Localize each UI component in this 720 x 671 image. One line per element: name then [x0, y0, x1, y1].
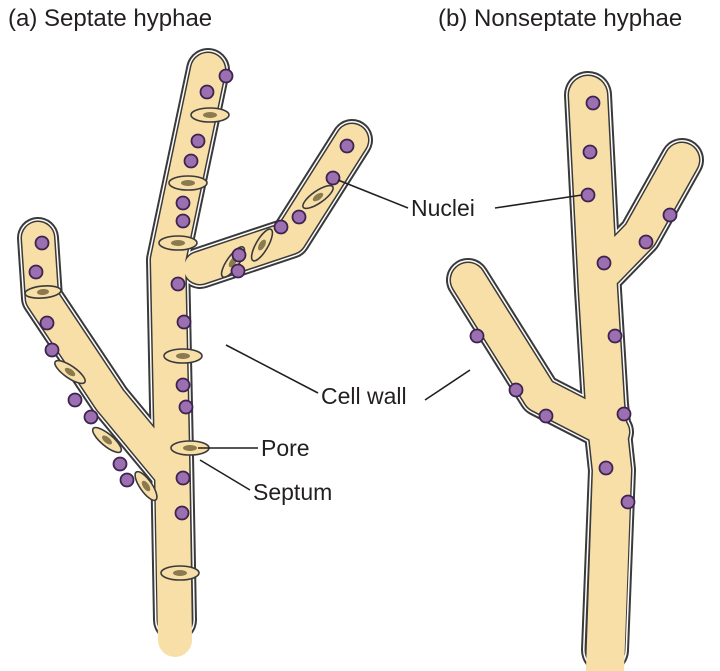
- cell-wall-leader-b: [424, 369, 471, 401]
- nucleus: [585, 95, 601, 111]
- septum: [160, 565, 200, 581]
- septum: [302, 184, 334, 210]
- nucleus: [175, 377, 191, 393]
- nucleus: [620, 494, 636, 510]
- nucleus: [175, 213, 191, 229]
- nucleus: [508, 382, 524, 398]
- nucleus: [170, 276, 186, 292]
- nucleus: [339, 138, 355, 154]
- nucleus: [190, 133, 206, 149]
- nucleus: [538, 408, 554, 424]
- nonseptate-hypha: [446, 71, 704, 671]
- nucleus: [119, 472, 135, 488]
- nucleus: [175, 470, 191, 486]
- nucleus: [174, 505, 190, 521]
- nucleus: [183, 153, 199, 169]
- panel-b-title: (b) Nonseptate hyphae: [438, 5, 682, 32]
- septum: [250, 228, 274, 262]
- nucleus: [607, 328, 623, 344]
- nucleus: [325, 170, 341, 186]
- nonseptate-cytoplasm: [451, 76, 699, 671]
- nuclei-leader-a: [337, 179, 409, 209]
- pore-septum: [170, 440, 210, 456]
- nucleus: [230, 263, 246, 279]
- nucleus: [176, 314, 192, 330]
- septum: [24, 285, 62, 299]
- nucleus: [112, 456, 128, 472]
- nucleus: [662, 207, 678, 223]
- nucleus: [638, 234, 654, 250]
- nonseptate-nuclei: [469, 95, 678, 510]
- nucleus: [596, 255, 612, 271]
- nucleus: [218, 68, 234, 84]
- nucleus: [582, 144, 598, 160]
- nucleus: [199, 84, 215, 100]
- pore-label: Pore: [261, 435, 310, 461]
- nucleus: [231, 247, 247, 263]
- nucleus: [175, 195, 191, 211]
- cell-wall-label: Cell wall: [321, 383, 407, 409]
- septa: [24, 107, 334, 581]
- nucleus: [83, 409, 99, 425]
- septate-hypha: [17, 48, 373, 657]
- septum: [91, 426, 123, 454]
- nuclei-leader-b: [494, 194, 583, 209]
- nuclei-label: Nuclei: [411, 195, 475, 221]
- panel-a-title: (a) Septate hyphae: [8, 5, 212, 32]
- septum: [134, 470, 158, 502]
- nucleus: [67, 392, 83, 408]
- nucleus: [598, 460, 614, 476]
- nucleus: [291, 209, 307, 225]
- nucleus: [616, 406, 632, 422]
- nucleus: [580, 187, 596, 203]
- septum-label: Septum: [253, 479, 332, 505]
- septum: [168, 175, 208, 191]
- septum: [190, 107, 230, 123]
- nucleus: [28, 264, 44, 280]
- septum-leader: [199, 459, 251, 491]
- septum: [158, 235, 198, 251]
- nucleus: [469, 328, 485, 344]
- nucleus: [34, 235, 50, 251]
- septum: [54, 359, 86, 385]
- leader-lines: [198, 179, 583, 491]
- nucleus: [44, 342, 60, 358]
- nucleus: [178, 399, 194, 415]
- cell-wall-leader-a: [225, 344, 319, 394]
- nucleus: [273, 219, 289, 235]
- nucleus: [39, 315, 55, 331]
- septum: [163, 348, 203, 364]
- septate-nuclei: [28, 68, 355, 521]
